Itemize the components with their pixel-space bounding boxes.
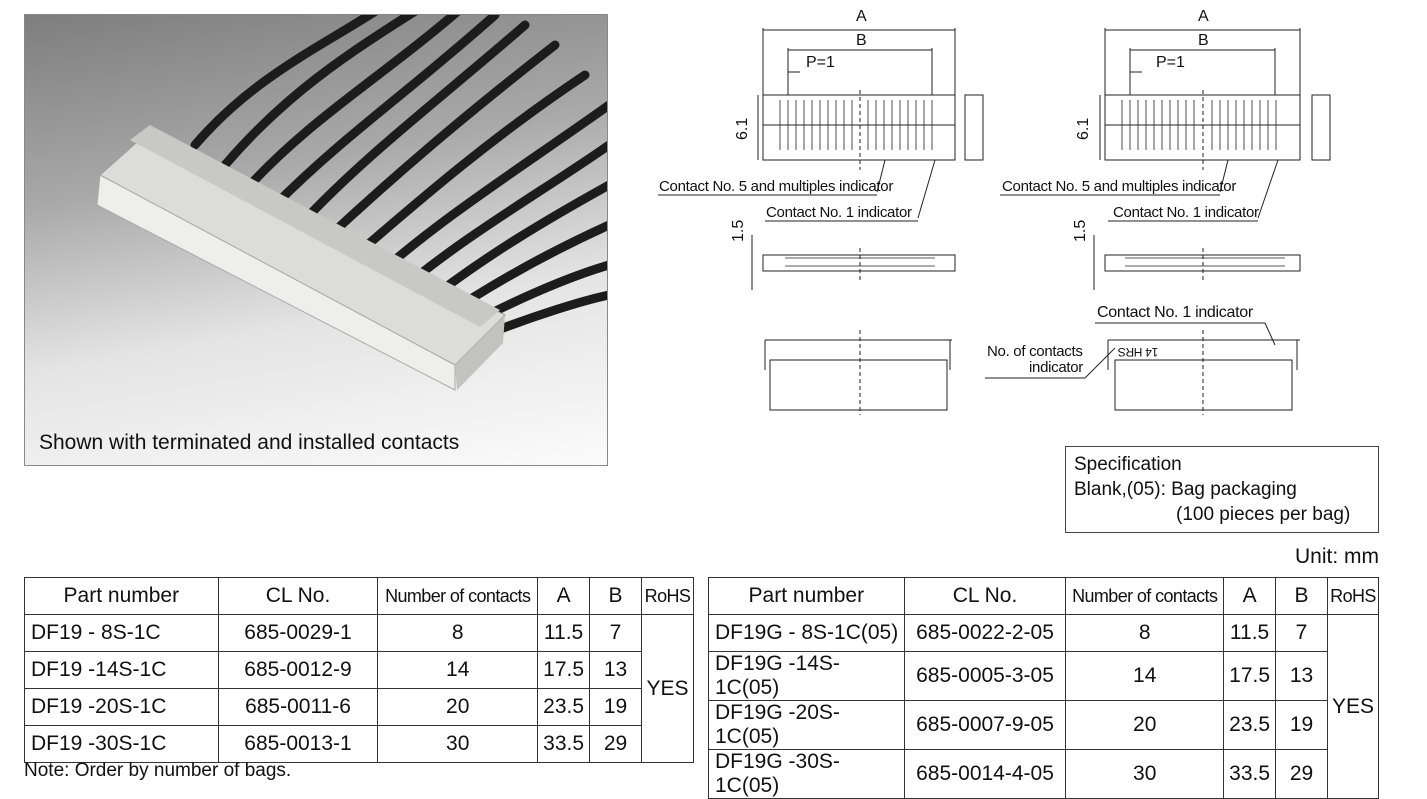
part-number-cell: DF19G -20S-1C(05) <box>708 700 905 750</box>
header-part-number: Part number <box>24 577 219 615</box>
a-cell: 23.5 <box>1223 700 1277 750</box>
rohs-cell: YES <box>1326 614 1380 799</box>
contacts-cell: 14 <box>1065 651 1225 701</box>
spec-line1: Blank,(05): Bag packaging <box>1074 479 1297 500</box>
photo-caption: Shown with terminated and installed cont… <box>39 431 460 454</box>
contacts-cell: 20 <box>1065 700 1225 750</box>
table-row: DF19G -30S-1C(05) 685-0014-4-05 30 33.5 … <box>708 749 1379 799</box>
a-cell: 11.5 <box>1223 614 1277 652</box>
header-cl-no: CL No. <box>903 577 1067 615</box>
contact1-label-left: Contact No. 1 indicator <box>766 204 912 221</box>
table-row: DF19G -20S-1C(05) 685-0007-9-05 20 23.5 … <box>708 700 1379 750</box>
contacts-cell: 20 <box>377 688 539 726</box>
spec-line2: (100 pieces per bag) <box>1176 504 1351 525</box>
contacts-indicator-line2: indicator <box>1029 359 1083 376</box>
header-rohs: RoHS <box>1326 577 1380 615</box>
cl-no-cell: 685-0011-6 <box>217 688 379 726</box>
b-cell: 29 <box>589 725 642 763</box>
table-row: DF19 -30S-1C 685-0013-1 30 33.5 29 <box>24 725 694 763</box>
a-cell: 23.5 <box>537 688 591 726</box>
header-b: B <box>1275 577 1328 615</box>
contact1-label-right: Contact No. 1 indicator <box>1113 204 1259 221</box>
header-number-of-contacts: Number of contacts <box>377 577 539 615</box>
thickness-left: 1.5 <box>730 219 747 242</box>
pitch-left: P=1 <box>806 54 835 71</box>
cl-no-cell: 685-0005-3-05 <box>903 651 1067 701</box>
a-cell: 11.5 <box>537 614 591 652</box>
pitch-right: P=1 <box>1156 54 1185 71</box>
dim-a-left: A <box>856 8 867 25</box>
table-row: DF19 -20S-1C 685-0011-6 20 23.5 19 <box>24 688 694 726</box>
a-cell: 17.5 <box>537 651 591 689</box>
header-a: A <box>537 577 591 615</box>
dim-b-right: B <box>1198 32 1209 49</box>
height-right: 6.1 <box>1075 117 1092 140</box>
height-left: 6.1 <box>734 117 751 140</box>
spec-title: Specification <box>1074 454 1182 475</box>
contact5-label-left: Contact No. 5 and multiples indicator <box>659 178 894 195</box>
b-cell: 13 <box>1275 651 1328 701</box>
header-number-of-contacts: Number of contacts <box>1065 577 1225 615</box>
header-rohs: RoHS <box>640 577 695 615</box>
b-cell: 19 <box>1275 700 1328 750</box>
connector-photo-illustration <box>96 15 607 391</box>
parts-table-right: Part number CL No. Number of contacts A … <box>708 577 1380 799</box>
cl-no-cell: 685-0022-2-05 <box>903 614 1067 652</box>
contact5-label-right: Contact No. 5 and multiples indicator <box>1002 178 1237 195</box>
a-cell: 33.5 <box>537 725 591 763</box>
contacts-cell: 30 <box>1065 749 1225 799</box>
specification-box: Specification Blank,(05): Bag packaging … <box>1065 446 1379 533</box>
b-cell: 7 <box>589 614 642 652</box>
table-row: DF19G - 8S-1C(05) 685-0022-2-05 8 11.5 7… <box>708 614 1380 799</box>
contacts-cell: 8 <box>1065 614 1225 652</box>
table-header-row: Part number CL No. Number of contacts A … <box>708 577 1380 615</box>
b-cell: 29 <box>1275 749 1328 799</box>
rohs-cell: YES <box>640 614 695 763</box>
table-row: DF19G -14S-1C(05) 685-0005-3-05 14 17.5 … <box>708 651 1379 701</box>
dim-a-right: A <box>1198 8 1209 25</box>
header-cl-no: CL No. <box>217 577 379 615</box>
contacts-cell: 30 <box>377 725 539 763</box>
marking-text: 14 HRS <box>1118 345 1159 359</box>
cl-no-cell: 685-0014-4-05 <box>903 749 1067 799</box>
part-number-cell: DF19 -14S-1C <box>24 651 219 689</box>
b-cell: 13 <box>589 651 642 689</box>
part-number-cell: DF19 -20S-1C <box>24 688 219 726</box>
a-cell: 33.5 <box>1223 749 1277 799</box>
cl-no-cell: 685-0007-9-05 <box>903 700 1067 750</box>
b-cell: 19 <box>589 688 642 726</box>
header-a: A <box>1223 577 1277 615</box>
contacts-cell: 8 <box>377 614 539 652</box>
unit-label: Unit: mm <box>1295 545 1379 568</box>
header-part-number: Part number <box>708 577 905 615</box>
cl-no-cell: 685-0012-9 <box>217 651 379 689</box>
cl-no-cell: 685-0029-1 <box>217 614 379 652</box>
header-b: B <box>589 577 642 615</box>
part-number-cell: DF19G - 8S-1C(05) <box>708 614 905 652</box>
table-header-row: Part number CL No. Number of contacts A … <box>24 577 695 615</box>
product-photo: Shown with terminated and installed cont… <box>24 14 608 466</box>
cl-no-cell: 685-0013-1 <box>217 725 379 763</box>
b-cell: 7 <box>1275 614 1328 652</box>
part-number-cell: DF19 - 8S-1C <box>24 614 219 652</box>
contacts-cell: 14 <box>377 651 539 689</box>
part-number-cell: DF19G -30S-1C(05) <box>708 749 905 799</box>
table-row: DF19 -14S-1C 685-0012-9 14 17.5 13 <box>24 651 694 689</box>
parts-table-left: Part number CL No. Number of contacts A … <box>24 577 695 763</box>
thickness-right: 1.5 <box>1072 219 1089 242</box>
part-number-cell: DF19 -30S-1C <box>24 725 219 763</box>
order-note: Note: Order by number of bags. <box>24 760 292 781</box>
part-number-cell: DF19G -14S-1C(05) <box>708 651 905 701</box>
contact1-label-bottom: Contact No. 1 indicator <box>1097 304 1253 321</box>
contacts-indicator-line1: No. of contacts <box>987 343 1083 360</box>
a-cell: 17.5 <box>1223 651 1277 701</box>
dim-b-left: B <box>856 32 867 49</box>
table-row: DF19 - 8S-1C 685-0029-1 8 11.5 7 YES <box>24 614 695 763</box>
